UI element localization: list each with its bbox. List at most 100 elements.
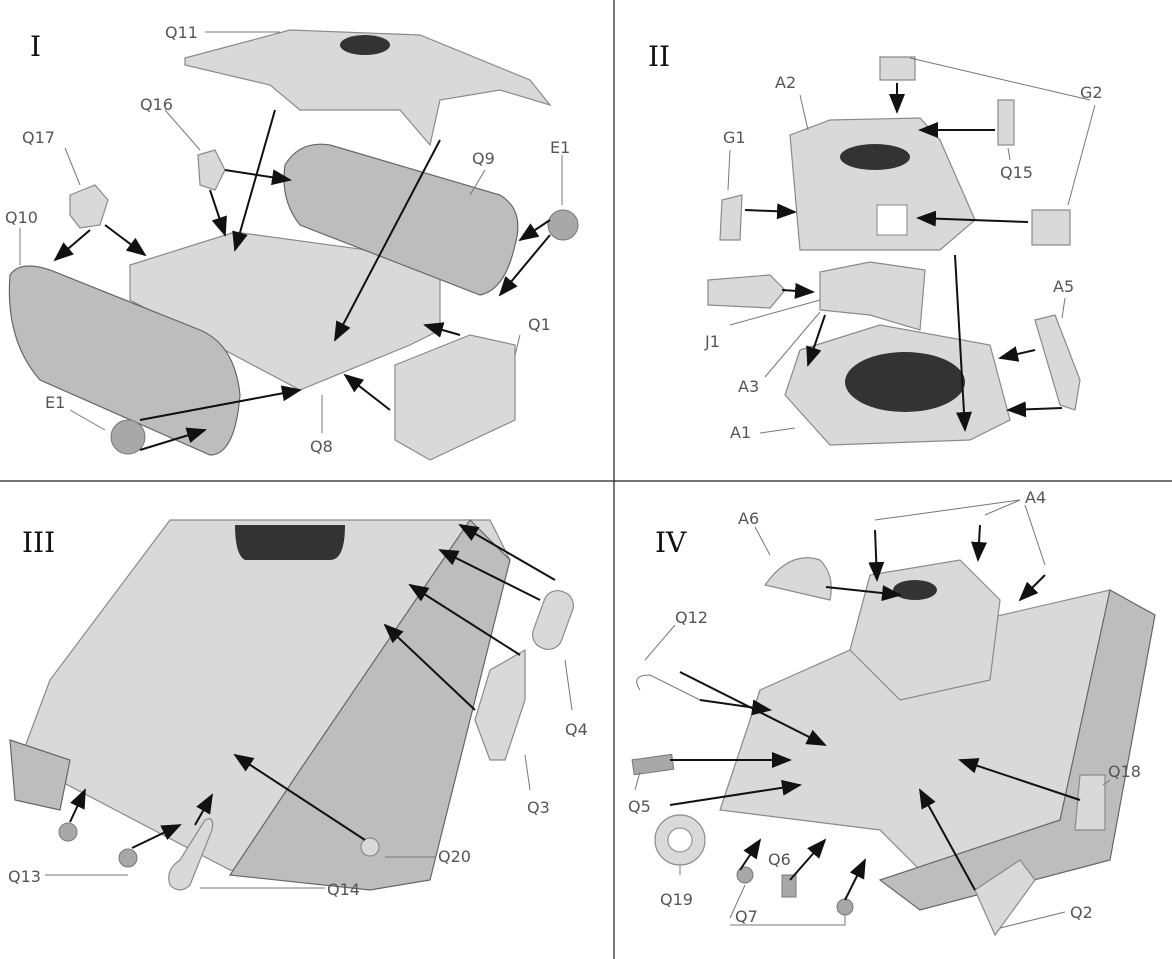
part-q10-track: [8, 265, 241, 456]
step-number: I: [30, 30, 41, 63]
step-number: II: [648, 40, 670, 73]
arrow: [224, 169, 292, 186]
step-1-panel: I Q11 Q16 Q17 Q10 Q9 E1 Q1 E1 Q8: [5, 23, 579, 461]
label-j1: J1: [704, 332, 720, 351]
arrow: [194, 793, 213, 826]
part-q7-shackle: [736, 866, 754, 884]
arrow: [498, 234, 551, 297]
part-q9-track: [283, 143, 519, 296]
arrow: [408, 583, 521, 656]
turret-ring-opening: [235, 525, 345, 560]
arrow: [232, 109, 276, 252]
step-number: III: [22, 526, 55, 559]
label-q10: Q10: [5, 208, 38, 227]
label-q12: Q12: [675, 608, 708, 627]
label-q1: Q1: [528, 315, 551, 334]
arrow: [744, 203, 797, 220]
label-q19: Q19: [660, 890, 693, 909]
turret-ring-hole: [340, 35, 390, 55]
label-q5: Q5: [628, 797, 651, 816]
part-q7-shackle: [836, 898, 854, 916]
arrow: [1018, 574, 1046, 602]
arrow: [423, 322, 461, 338]
label-q6: Q6: [768, 850, 791, 869]
label-q4: Q4: [565, 720, 588, 739]
arrow: [844, 858, 866, 901]
part-q3: [474, 648, 526, 761]
arrow: [998, 346, 1036, 362]
turret-hatch-hole: [840, 144, 910, 170]
part-e1-wheel: [547, 209, 579, 241]
arrow: [958, 758, 1081, 801]
arrow: [139, 385, 302, 421]
label-q20: Q20: [438, 847, 471, 866]
arrow: [825, 585, 902, 602]
turret-ring: [845, 352, 965, 412]
arrow: [954, 254, 972, 432]
arrow: [69, 788, 86, 823]
arrow: [739, 838, 762, 871]
part-q13-shackle: [118, 848, 138, 868]
label-g2: G2: [1080, 83, 1103, 102]
label-e1: E1: [45, 393, 65, 412]
arrow: [53, 229, 91, 262]
part-g2-vision-block: [1031, 209, 1071, 246]
arrow: [789, 838, 827, 881]
label-q17: Q17: [22, 128, 55, 147]
part-a6-dome: [763, 557, 832, 601]
part-q12-hose: [636, 674, 701, 701]
arrow: [343, 373, 391, 411]
label-q2: Q2: [1070, 903, 1093, 922]
label-q3: Q3: [527, 798, 550, 817]
part-e1-wheel: [110, 419, 146, 455]
part-q5: [631, 753, 675, 776]
step-4-panel: IV A6 A4 Q12 Q5 Q6 Q19 Q7 Q1: [628, 488, 1156, 937]
part-q16: [197, 149, 226, 191]
part-q13-shackle: [58, 822, 78, 842]
label-q11: Q11: [165, 23, 198, 42]
part-q6: [781, 874, 797, 898]
arrow: [699, 699, 772, 716]
arrow: [919, 788, 976, 891]
part-q17: [69, 184, 109, 229]
label-q8: Q8: [310, 437, 333, 456]
label-q18: Q18: [1108, 762, 1141, 781]
arrow: [233, 753, 366, 841]
step-3-panel: III Q4 Q3 Q20 Q13 Q14: [8, 519, 588, 899]
part-a5: [1034, 314, 1081, 411]
arrow: [916, 210, 1029, 227]
label-q16: Q16: [140, 95, 173, 114]
wheel-hub: [667, 827, 693, 853]
label-a5: A5: [1053, 277, 1074, 296]
arrow: [131, 824, 182, 849]
step-2-panel: II A2 G1 G2 Q15 A5 J1 A3 A1: [648, 40, 1103, 446]
part-g1: [719, 194, 743, 241]
arrow: [458, 523, 556, 581]
arrow: [383, 623, 476, 711]
label-q14: Q14: [327, 880, 360, 899]
label-q15: Q15: [1000, 163, 1033, 182]
arrow: [868, 529, 885, 582]
left-track: [9, 739, 71, 811]
part-q18: [1074, 774, 1106, 831]
arrow: [334, 139, 441, 342]
part-q14: [168, 818, 214, 891]
step-number: IV: [655, 526, 687, 559]
part-j1-gun: [707, 274, 786, 309]
arrow: [438, 549, 541, 601]
label-a6: A6: [738, 509, 759, 528]
label-q7: Q7: [735, 907, 758, 926]
label-g1: G1: [723, 128, 746, 147]
part-q1-rear: [394, 334, 516, 461]
part-q11-hull-top: [184, 29, 552, 147]
arrow: [104, 224, 147, 257]
arrow: [971, 524, 988, 562]
label-a1: A1: [730, 423, 751, 442]
turret-hatch-hole: [893, 580, 937, 600]
arrow: [209, 189, 227, 237]
turret-opening: [876, 204, 908, 236]
part-q2: [974, 859, 1036, 937]
part-q20: [360, 837, 380, 857]
label-a4: A4: [1025, 488, 1046, 507]
